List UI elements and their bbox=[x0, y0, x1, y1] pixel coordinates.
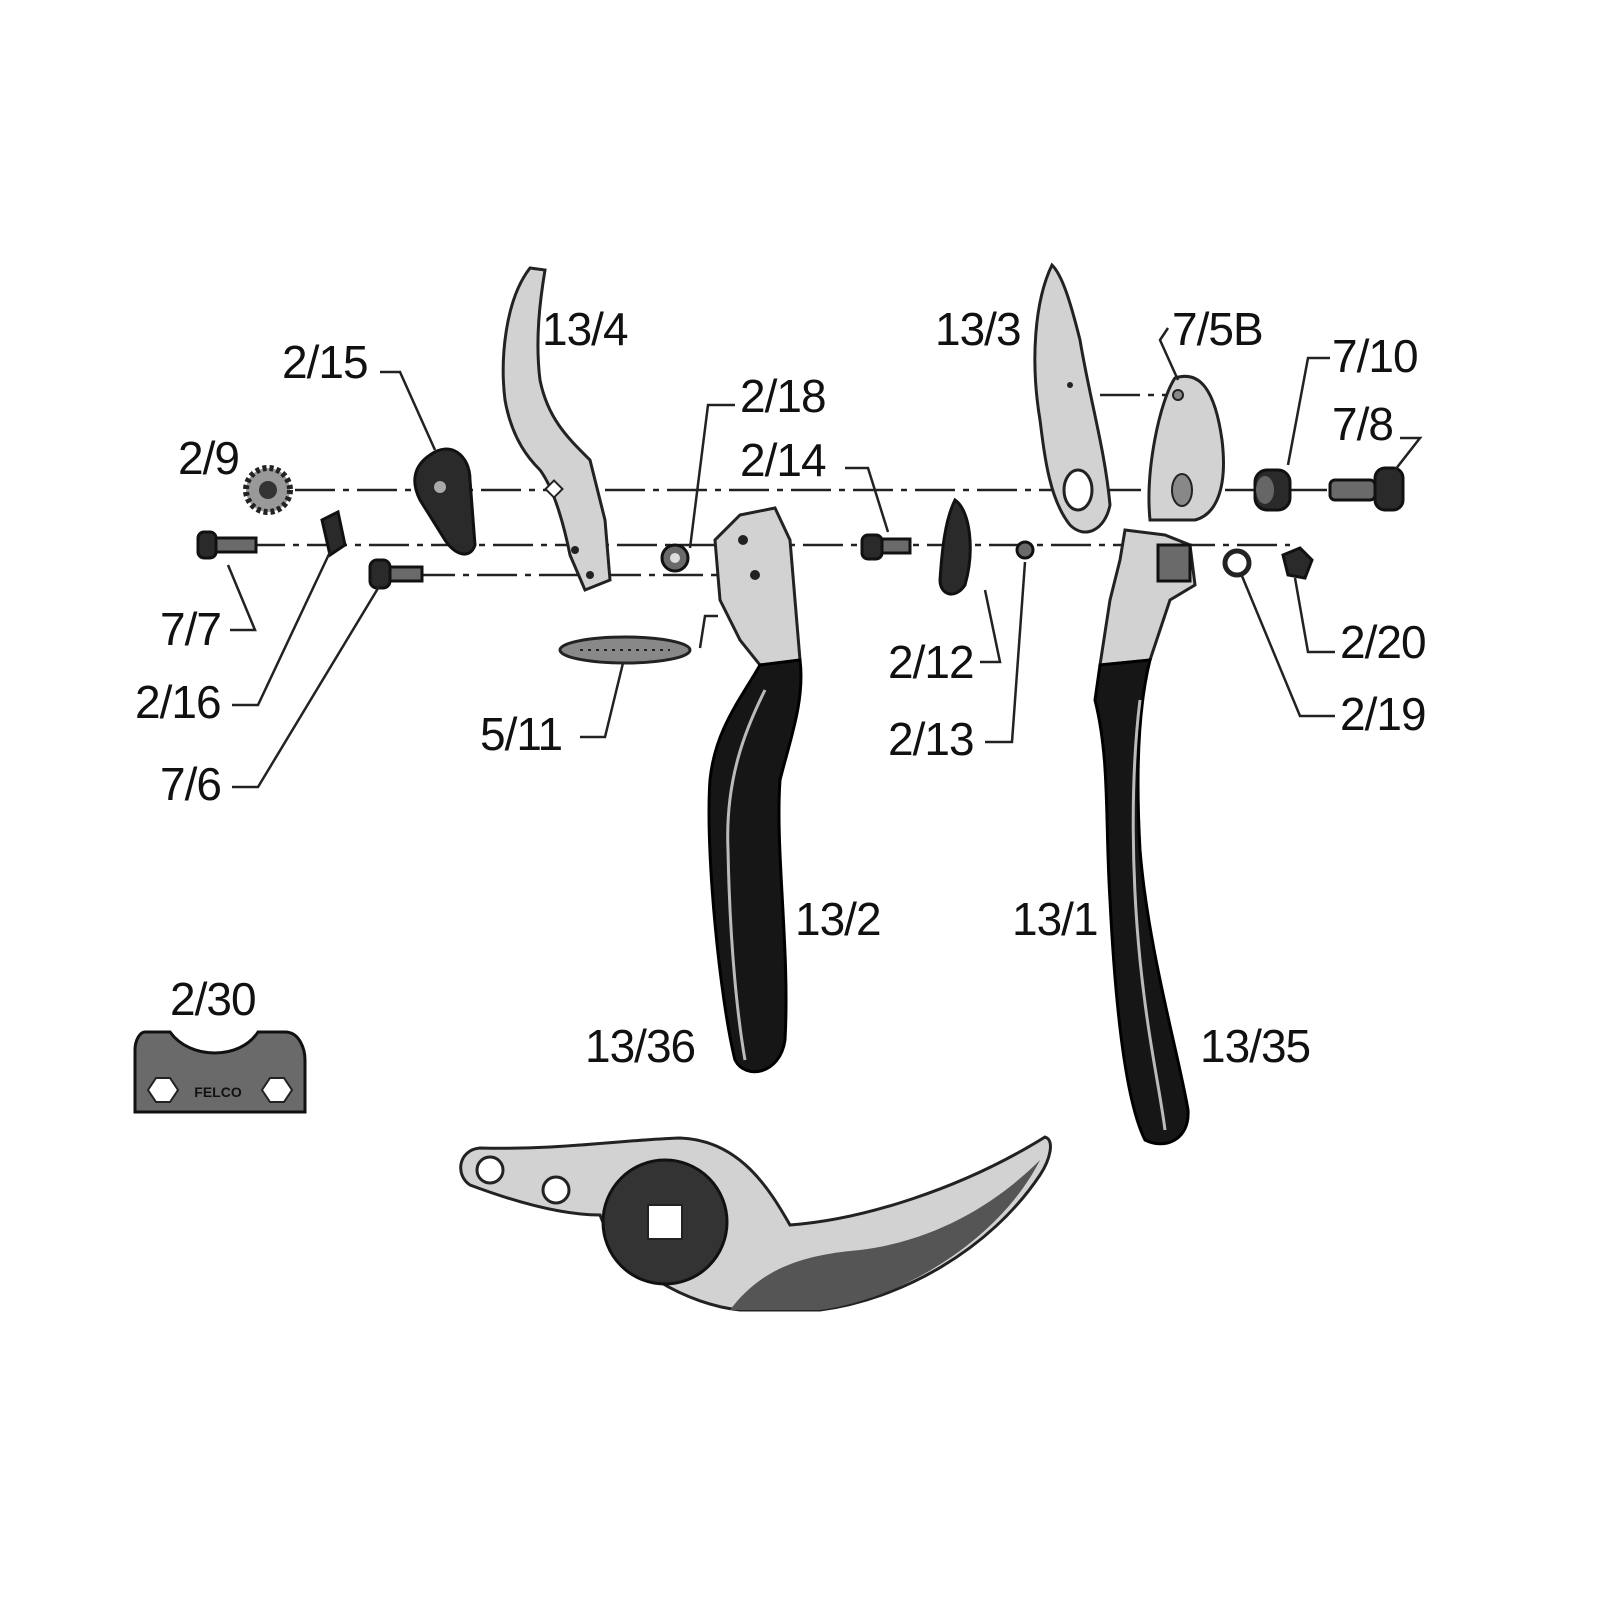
label-2-15: 2/15 bbox=[282, 336, 368, 388]
part-2-18-nut bbox=[660, 543, 690, 573]
label-13-36: 13/36 bbox=[585, 1020, 695, 1072]
part-13-1-handle bbox=[1093, 528, 1197, 1146]
part-5-11-spring bbox=[558, 635, 692, 665]
label-7-8: 7/8 bbox=[1332, 398, 1393, 450]
leader-lines bbox=[226, 327, 1423, 789]
label-2-18: 2/18 bbox=[740, 370, 826, 422]
label-2-12: 2/12 bbox=[888, 636, 974, 688]
part-2-13-washer bbox=[1015, 540, 1035, 560]
label-2-19: 2/19 bbox=[1340, 688, 1426, 740]
label-2-20: 2/20 bbox=[1340, 616, 1426, 668]
label-2-30: 2/30 bbox=[170, 973, 256, 1025]
label-7-5B: 7/5B bbox=[1172, 303, 1263, 355]
part-7-6-screw bbox=[368, 558, 424, 590]
part-2-20-cap bbox=[1281, 546, 1314, 580]
part-7-10-bushing bbox=[1253, 468, 1292, 512]
label-13-3: 13/3 bbox=[935, 303, 1021, 355]
label-2-9: 2/9 bbox=[178, 432, 239, 484]
label-13-35: 13/35 bbox=[1200, 1020, 1310, 1072]
label-2-16: 2/16 bbox=[135, 676, 221, 728]
label-13-4: 13/4 bbox=[542, 303, 628, 355]
label-13-2: 13/2 bbox=[795, 893, 881, 945]
label-7-10: 7/10 bbox=[1332, 330, 1418, 382]
part-13-2-handle bbox=[707, 506, 803, 1074]
part-labels: 13/4 2/15 2/9 2/18 2/14 13/3 7/5B 7/10 7… bbox=[135, 303, 1427, 1072]
part-2-30-tool: FELCO bbox=[133, 1030, 307, 1114]
part-7-8-bolt bbox=[1328, 466, 1405, 512]
part-2-9-gear bbox=[243, 465, 293, 515]
label-13-1: 13/1 bbox=[1012, 893, 1098, 945]
tool-logo: FELCO bbox=[194, 1084, 242, 1100]
part-2-15-cam bbox=[413, 447, 477, 556]
part-2-12 bbox=[938, 497, 972, 596]
part-2-16 bbox=[320, 509, 347, 558]
part-2-14-screw bbox=[860, 533, 912, 561]
blade-detail bbox=[459, 1135, 1052, 1312]
label-5-11: 5/11 bbox=[480, 708, 562, 760]
label-2-13: 2/13 bbox=[888, 713, 974, 765]
label-7-6: 7/6 bbox=[160, 758, 221, 810]
label-7-7: 7/7 bbox=[160, 603, 221, 655]
part-13-3-blade bbox=[1033, 262, 1112, 534]
part-13-4-blade bbox=[501, 266, 612, 592]
label-2-14: 2/14 bbox=[740, 434, 826, 486]
part-7-7-screw bbox=[196, 530, 258, 560]
part-7-5B-plate bbox=[1147, 374, 1225, 522]
part-2-19-ring bbox=[1222, 548, 1252, 578]
